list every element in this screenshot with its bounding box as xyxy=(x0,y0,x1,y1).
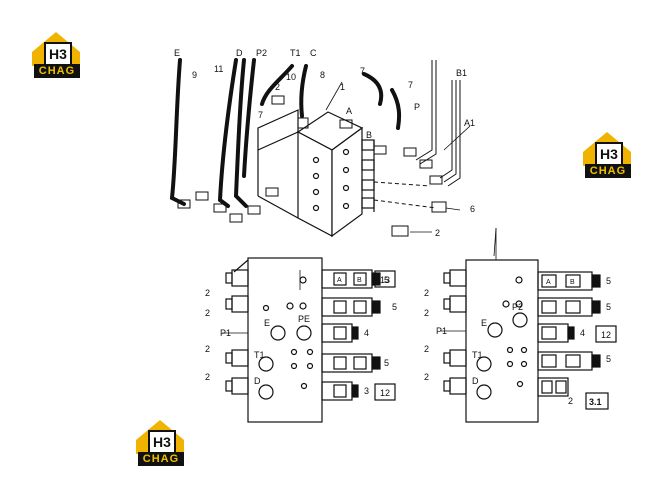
coil-B-right: B xyxy=(570,279,575,286)
callout-5-right-b: 5 xyxy=(606,302,611,312)
callout-5-left-c: 5 xyxy=(384,358,389,368)
isometric-valve-block xyxy=(257,109,375,238)
port-PE-left: PE xyxy=(298,314,310,324)
callout-2-right-e: 2 xyxy=(568,396,573,406)
logo-mark: H3 xyxy=(148,430,176,456)
brand-logo-right: H3 CHAG xyxy=(581,132,633,180)
label-C: C xyxy=(310,48,317,58)
label-P2: P2 xyxy=(256,48,267,58)
label-D: D xyxy=(236,48,243,58)
box-label-3-1: 3.1 xyxy=(589,397,602,407)
logo-wordmark: CHAG xyxy=(138,452,184,466)
label-B: B xyxy=(366,130,372,140)
box-label-13: 13 xyxy=(380,275,390,285)
valve-block-left-view xyxy=(222,257,396,423)
callout-5-right-a: 5 xyxy=(606,276,611,286)
brand-logo-top-left: H3 CHAG xyxy=(30,32,82,80)
callout-7-left: 7 xyxy=(258,110,263,120)
port-P1-left: P1 xyxy=(220,328,231,338)
fittings xyxy=(177,95,447,237)
logo-mark: H3 xyxy=(595,142,623,168)
callout-7-right: 7 xyxy=(408,80,413,90)
label-A1: A1 xyxy=(464,118,475,128)
leader-lines xyxy=(325,81,497,257)
callout-5-left-a: 5 xyxy=(384,275,389,285)
callout-2-bottom: 2 xyxy=(435,228,440,238)
brand-logo-bottom-left: H3 CHAG xyxy=(134,420,186,468)
box-label-12-left: 12 xyxy=(380,388,390,398)
callout-2-left-d: 2 xyxy=(205,372,210,382)
port-T1-left: T1 xyxy=(254,350,265,360)
label-layer: E D P2 T1 C 9 11 10 8 1 2 7 7 7 A B B1 P… xyxy=(174,48,611,407)
callout-2-right-b: 2 xyxy=(424,308,429,318)
callout-4-left: 4 xyxy=(364,328,369,338)
port-E-right: E xyxy=(481,318,487,328)
label-T1: T1 xyxy=(290,48,301,58)
logo-wordmark: CHAG xyxy=(585,164,631,178)
callout-4-right: 4 xyxy=(580,328,585,338)
logo-wordmark: CHAG xyxy=(34,64,80,78)
callout-1: 1 xyxy=(340,82,345,92)
hose-lines xyxy=(169,58,402,208)
callout-6: 6 xyxy=(470,204,475,214)
port-T1-right: T1 xyxy=(472,350,483,360)
valve-block-right-view xyxy=(440,228,617,423)
box-12-right xyxy=(595,325,617,343)
box-13-left xyxy=(374,270,396,288)
callout-10: 10 xyxy=(286,72,296,82)
callout-2-left-b: 2 xyxy=(205,308,210,318)
callout-11: 11 xyxy=(214,64,223,74)
port-D-left: D xyxy=(254,376,261,386)
port-E-left: E xyxy=(264,318,270,328)
port-P2-right: P2 xyxy=(512,302,523,312)
box-12-left xyxy=(374,383,396,401)
label-E: E xyxy=(174,48,180,58)
label-P: P xyxy=(414,102,420,112)
coil-A-left: A xyxy=(337,277,342,284)
callout-5-right-c: 5 xyxy=(606,354,611,364)
callout-7-mid: 7 xyxy=(360,66,365,76)
callout-2-left-a: 2 xyxy=(205,288,210,298)
rigid-pipes xyxy=(373,60,461,209)
callout-9: 9 xyxy=(192,70,197,80)
callout-2-right-c: 2 xyxy=(424,344,429,354)
port-P1-right: P1 xyxy=(436,326,447,336)
box-3-1-right xyxy=(585,392,609,410)
callout-8: 8 xyxy=(320,70,325,80)
box-label-12-right: 12 xyxy=(601,330,611,340)
callout-2-top: 2 xyxy=(275,82,280,92)
callout-5-left-b: 5 xyxy=(392,302,397,312)
callout-2-right-a: 2 xyxy=(424,288,429,298)
logo-mark: H3 xyxy=(44,42,72,68)
callout-3-left: 3 xyxy=(364,386,369,396)
callout-2-right-d: 2 xyxy=(424,372,429,382)
callout-2-left-c: 2 xyxy=(205,344,210,354)
port-D-right: D xyxy=(472,376,479,386)
label-A: A xyxy=(346,106,352,116)
coil-B-left: B xyxy=(357,277,362,284)
coil-A-right: A xyxy=(546,279,551,286)
label-B1: B1 xyxy=(456,68,467,78)
